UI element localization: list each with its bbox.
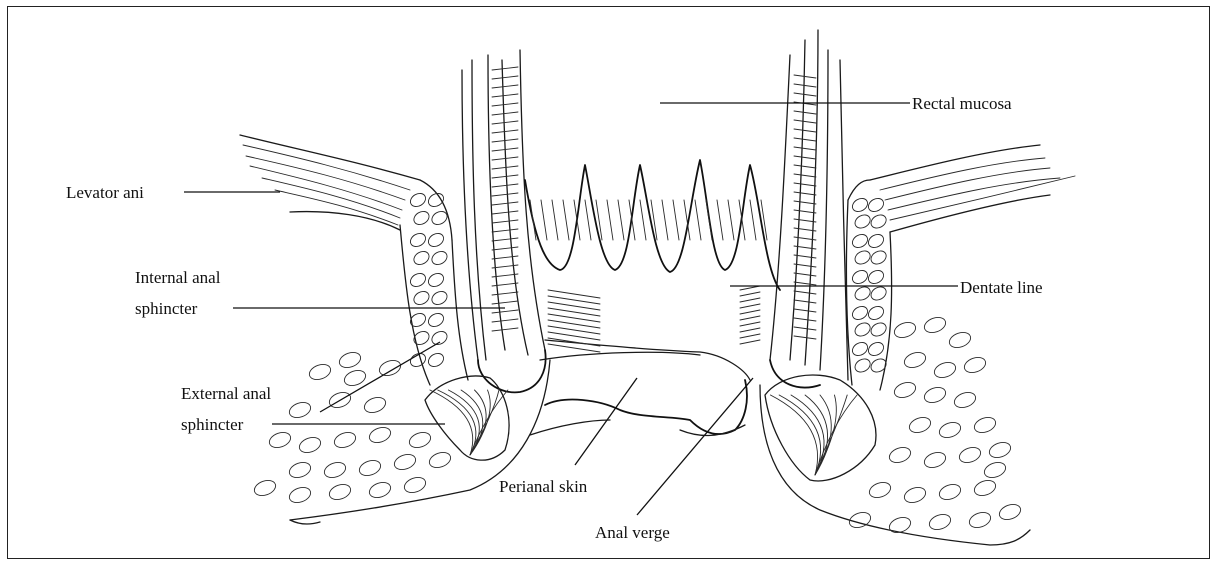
anal-canal bbox=[530, 286, 760, 435]
label-external-anal-sphincter-1: External anal bbox=[181, 384, 271, 403]
label-internal-anal-sphincter-1: Internal anal bbox=[135, 268, 221, 287]
label-rectal-mucosa: Rectal mucosa bbox=[912, 94, 1012, 113]
leader-external-anal-sphincter-b bbox=[320, 342, 440, 412]
skin-outline-left-end bbox=[290, 520, 320, 524]
label-perianal-skin: Perianal skin bbox=[499, 477, 588, 496]
label-internal-anal-sphincter-2: sphincter bbox=[135, 299, 198, 318]
ischioanal-fat-left bbox=[252, 350, 452, 506]
subcutaneous-sphincter-right bbox=[765, 375, 876, 481]
skin-outline-left bbox=[290, 360, 550, 520]
label-dentate-line: Dentate line bbox=[960, 278, 1043, 297]
rectal-mucosa-folds bbox=[525, 160, 780, 290]
leader-anal-verge bbox=[637, 378, 753, 515]
label-anal-verge: Anal verge bbox=[595, 523, 670, 542]
rectal-wall-right bbox=[770, 30, 848, 388]
external-sphincter-right bbox=[846, 196, 891, 390]
ischioanal-fat-right bbox=[847, 315, 1022, 536]
label-external-anal-sphincter-2: sphincter bbox=[181, 415, 244, 434]
label-levator-ani: Levator ani bbox=[66, 183, 144, 202]
external-sphincter-left bbox=[400, 191, 468, 385]
levator-ani-right bbox=[848, 145, 1075, 232]
